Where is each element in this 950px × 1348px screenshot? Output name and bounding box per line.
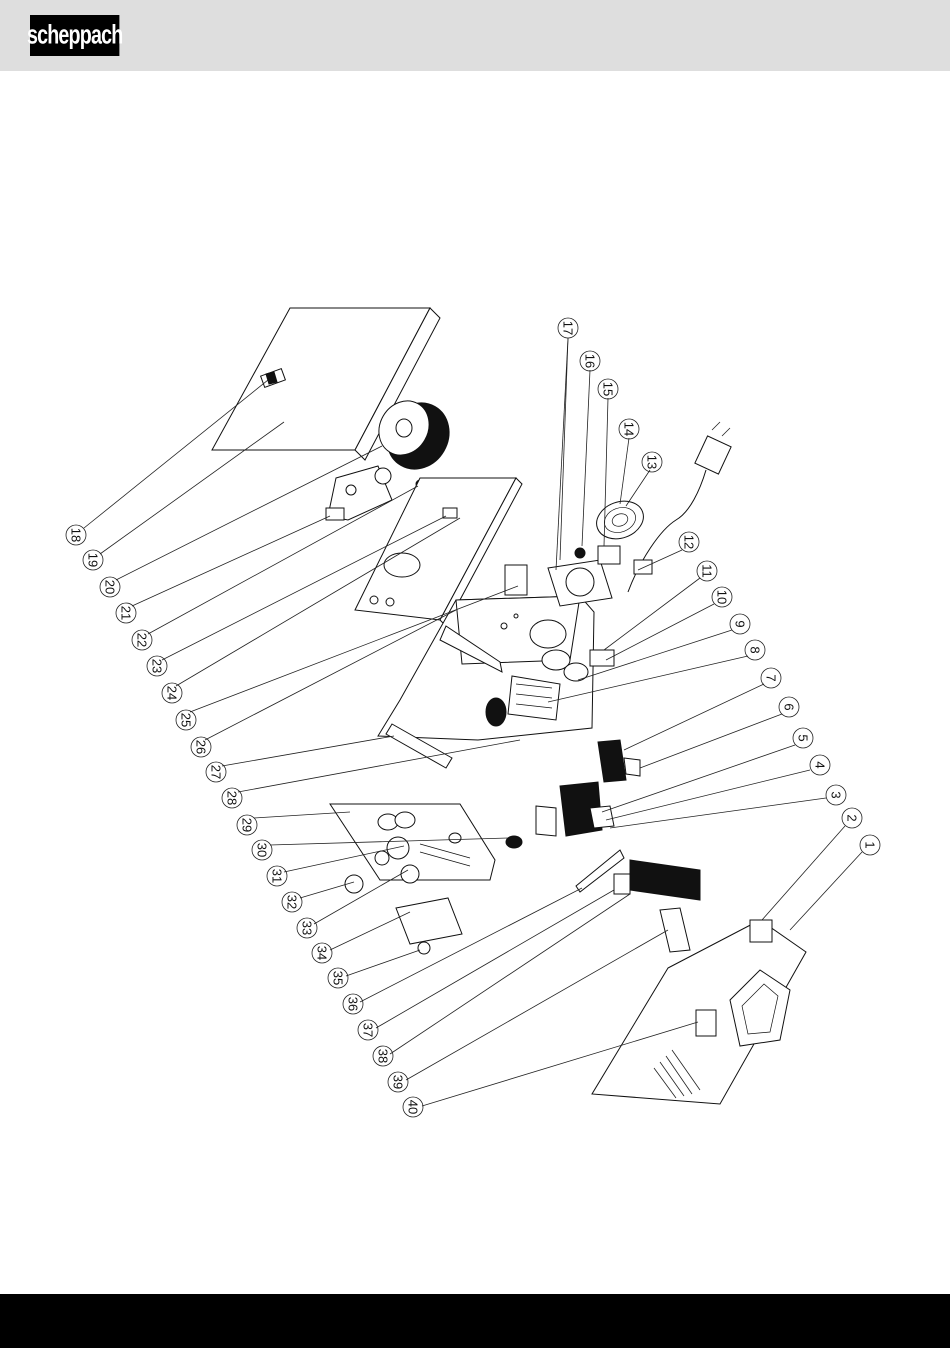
callout-label: 25 [179,713,194,727]
callout-label: 17 [561,321,576,335]
callout-label: 24 [165,686,180,700]
callout-label: 21 [119,606,134,620]
base-plate-handle-part [592,920,806,1104]
callout-label: 27 [209,765,224,779]
callout-label: 14 [622,422,637,436]
callout-label: 4 [813,761,828,768]
callout-label: 16 [583,354,598,368]
callout-label: 9 [733,620,748,627]
exploded-parts-diagram: 1 2 3 4 5 6 7 8 9 10 11 12 [0,240,950,1120]
callout-label: 37 [361,1023,376,1037]
callout-label: 10 [715,590,730,604]
callout-label: 6 [782,703,797,710]
control-board-part [396,898,462,954]
callout-label: 2 [845,814,860,821]
callout-label: 22 [135,633,150,647]
callout-label: 11 [700,564,715,578]
back-panel-fan-part [548,495,649,606]
callout-label: 5 [796,734,811,741]
callout-label: 19 [86,553,101,567]
callout-label: 34 [315,946,330,960]
callout-label: 13 [645,455,660,469]
callout-label: 15 [601,382,616,396]
callout-label: 18 [69,528,84,542]
callout-label: 38 [376,1049,391,1063]
callout-label: 31 [270,869,285,883]
callout-label: 30 [255,843,270,857]
front-inner-panel-part [330,804,522,893]
callout-label: 3 [829,791,844,798]
callout-label: 28 [225,791,240,805]
callout-label: 20 [103,580,118,594]
header-band [0,0,950,71]
heat-sink-assembly-part [536,740,640,836]
callout-label: 33 [300,921,315,935]
logo-text: scheppach [27,20,122,51]
callout-label: 26 [194,740,209,754]
callout-label: 7 [764,674,779,681]
callout-label: 29 [240,818,255,832]
callout-label: 39 [391,1075,406,1089]
scheppach-logo: scheppach [30,15,119,56]
callout-label: 35 [331,971,346,985]
footer-band [0,1294,950,1348]
callout-label: 8 [748,646,763,653]
callout-label: 40 [406,1100,421,1114]
callout-label: 32 [285,895,300,909]
callout-label: 12 [682,535,697,549]
callout-label: 23 [150,659,165,673]
callout-label: 1 [863,841,878,848]
callout-label: 36 [346,997,361,1011]
